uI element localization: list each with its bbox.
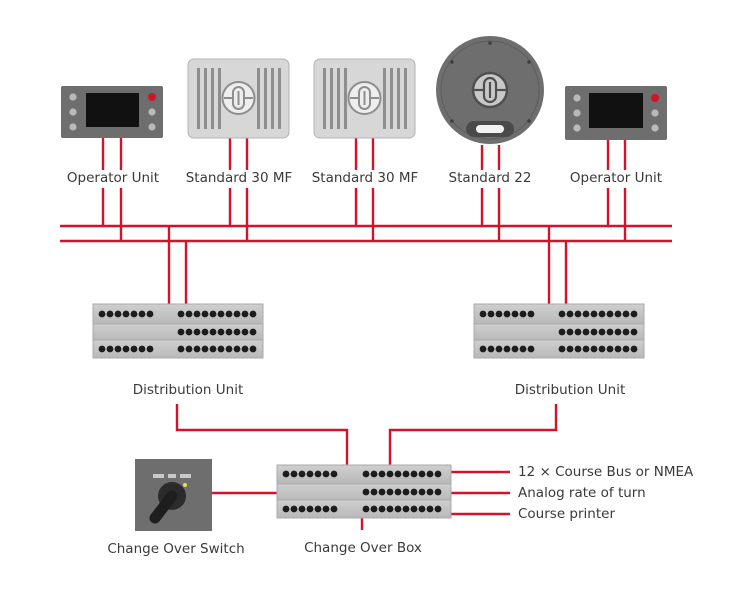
standard-22-device <box>436 36 544 144</box>
label-standard-22: Standard 22 <box>448 170 532 186</box>
distribution-unit-left-device <box>92 303 264 359</box>
link-dist-right-to-box <box>388 404 558 465</box>
label-distribution-unit-left: Distribution Unit <box>132 382 244 398</box>
operator-unit-right-device <box>565 86 667 140</box>
distribution-unit-right-device <box>473 303 645 359</box>
label-change-over-box: Change Over Box <box>304 540 422 556</box>
label-standard-30mf-a: Standard 30 MF <box>185 170 293 186</box>
label-output-course-bus: 12 × Course Bus or NMEA <box>518 464 694 480</box>
label-distribution-unit-right: Distribution Unit <box>514 382 626 398</box>
standard-30mf-b-device <box>313 58 416 139</box>
label-standard-30mf-b: Standard 30 MF <box>311 170 419 186</box>
operator-unit-left-device <box>61 86 163 138</box>
label-operator-unit-left: Operator Unit <box>66 170 160 186</box>
label-operator-unit-right: Operator Unit <box>569 170 663 186</box>
link-dist-left-to-box <box>175 404 349 465</box>
label-output-course-printer: Course printer <box>518 506 615 522</box>
label-output-analog-rate: Analog rate of turn <box>518 485 646 501</box>
label-change-over-switch: Change Over Switch <box>107 541 245 557</box>
standard-30mf-a-device <box>187 58 290 139</box>
change-over-switch-device <box>135 459 212 531</box>
wiring <box>60 138 672 530</box>
change-over-box-device <box>276 464 452 519</box>
